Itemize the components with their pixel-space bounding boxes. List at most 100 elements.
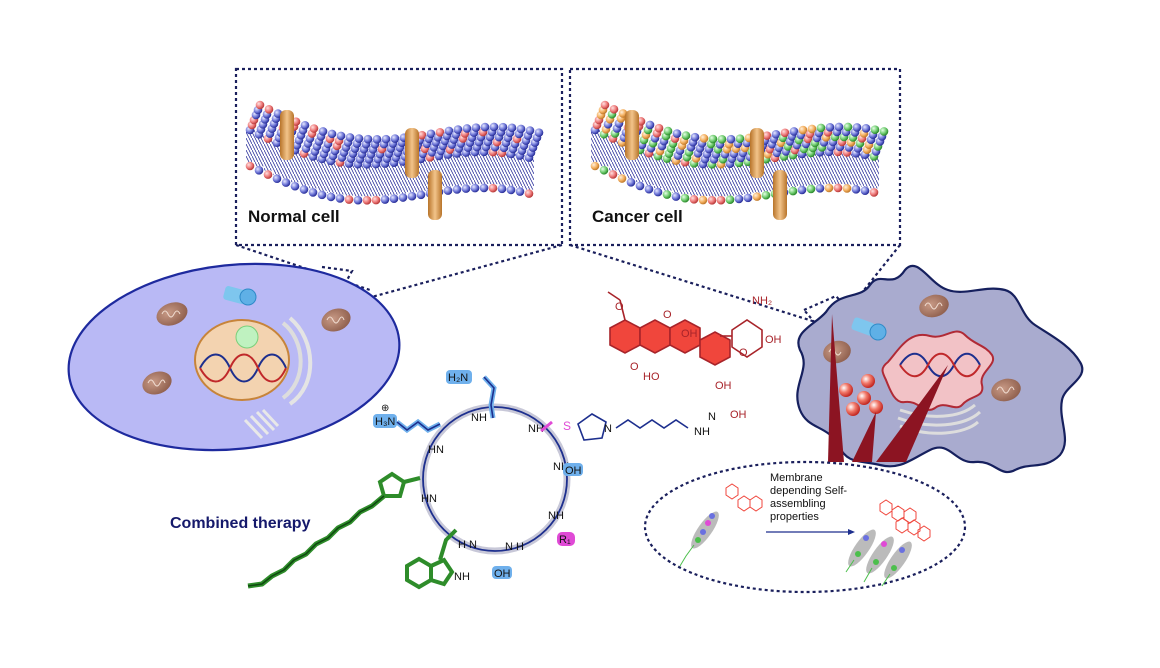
- lipid-head: [807, 124, 817, 134]
- lipid-tails: [762, 159, 771, 192]
- lipid-tails: [354, 164, 363, 197]
- lipid-head: [390, 134, 400, 143]
- lipid-head: [752, 192, 762, 201]
- lipid-head: [735, 134, 745, 144]
- vesicle: [861, 374, 875, 388]
- lipid-tails: [816, 152, 825, 185]
- nucleolus: [235, 325, 259, 349]
- lipid-tails: [381, 163, 390, 196]
- lipid-head: [680, 193, 690, 203]
- lipid-head: [833, 183, 843, 193]
- mitochondrion-icon: [156, 302, 188, 326]
- lipid-tails: [480, 151, 489, 184]
- membrane-protein: [773, 170, 787, 220]
- vesicle: [869, 400, 883, 414]
- lipid-head: [788, 186, 798, 196]
- lipid-head: [608, 170, 618, 179]
- lipid-head: [417, 130, 427, 140]
- lipid-tails: [663, 158, 672, 191]
- lipid-head: [453, 125, 463, 134]
- centriole-icon: [223, 286, 257, 306]
- lipid-tails: [636, 149, 645, 182]
- lipid-head: [497, 184, 507, 194]
- lipid-tails: [672, 160, 681, 193]
- lipid-head: [371, 195, 381, 205]
- lipid-head: [816, 123, 826, 133]
- lipid-head: [290, 181, 300, 191]
- lysine-highlight: [373, 414, 397, 428]
- lipid-tails: [318, 158, 327, 191]
- lipid-head: [362, 196, 372, 205]
- lipid-head: [717, 135, 727, 144]
- self-assembly-line: properties: [770, 511, 819, 523]
- connector-line: [367, 243, 563, 300]
- drug-oh: OH: [681, 328, 698, 340]
- lipid-tails: [246, 130, 255, 162]
- lipid-head: [842, 184, 852, 193]
- connector-line: [569, 243, 823, 326]
- aggregate-icon: [845, 499, 931, 587]
- lipid-tails: [291, 150, 300, 183]
- lipid-tails: [852, 153, 861, 186]
- lipid-head: [716, 195, 726, 205]
- vesicle: [857, 391, 871, 405]
- lipid-head: [672, 129, 682, 138]
- lipid-head: [534, 128, 544, 137]
- lipid-head: [870, 125, 880, 134]
- lipid-tails: [681, 162, 690, 195]
- lipid-head: [707, 196, 717, 205]
- self-assembly-line: depending Self-: [770, 485, 847, 497]
- lipid-head: [426, 129, 436, 139]
- lipid-tails: [516, 155, 525, 188]
- vesicle: [839, 383, 853, 397]
- lipid-head: [617, 174, 627, 183]
- lipid-head: [470, 183, 480, 193]
- lipid-head: [671, 192, 681, 201]
- lipid-tails: [798, 153, 807, 186]
- serine-highlight: [563, 463, 583, 476]
- ring-hn: HN: [421, 493, 437, 505]
- lipid-head: [326, 192, 336, 202]
- r1-highlight: [557, 532, 575, 546]
- lipid-head: [308, 188, 318, 197]
- lipid-head: [599, 165, 609, 175]
- lipid-head: [654, 123, 664, 133]
- hydrazone-n: N: [708, 411, 716, 423]
- lipid-head: [255, 100, 265, 110]
- lipid-head: [344, 195, 354, 204]
- dna-icon: [199, 353, 287, 383]
- serine-highlight: [492, 566, 512, 579]
- lipid-head: [515, 187, 525, 196]
- lipid-head: [300, 120, 310, 130]
- drug-nh2: NH₂: [752, 295, 772, 307]
- lipid-tails: [390, 162, 399, 195]
- lipid-head: [327, 129, 337, 139]
- membrane-protein: [625, 110, 639, 160]
- drug-oh: OH: [765, 334, 782, 346]
- lipid-head: [824, 183, 834, 193]
- lipid-tails: [708, 164, 717, 197]
- lipid-head: [797, 185, 807, 195]
- maleimide-n: N: [604, 423, 612, 435]
- lipid-tails: [282, 146, 291, 179]
- lipid-head: [725, 195, 735, 205]
- lipid-tails: [735, 162, 744, 195]
- target-arrows: [828, 314, 948, 462]
- maleimide-ring: [577, 413, 607, 441]
- combined-therapy-label: Combined therapy: [170, 515, 311, 532]
- lipid-head: [798, 125, 808, 135]
- triazole-lipid-tail: [247, 471, 421, 589]
- lipid-head: [852, 123, 862, 132]
- lipid-head: [516, 124, 526, 134]
- mitochondrion-icon: [321, 308, 351, 332]
- drug-oh: OH: [715, 380, 732, 392]
- sulfur-label: S: [563, 419, 571, 433]
- lipid-head: [479, 183, 489, 193]
- cancer-cell-label: Cancer cell: [592, 207, 683, 226]
- lipid-head: [363, 134, 373, 144]
- lipid-tails: [789, 155, 798, 188]
- lipid-tails: [870, 156, 879, 189]
- lipid-head: [381, 134, 391, 144]
- membrane-protein: [750, 128, 764, 178]
- lipid-head: [689, 195, 699, 204]
